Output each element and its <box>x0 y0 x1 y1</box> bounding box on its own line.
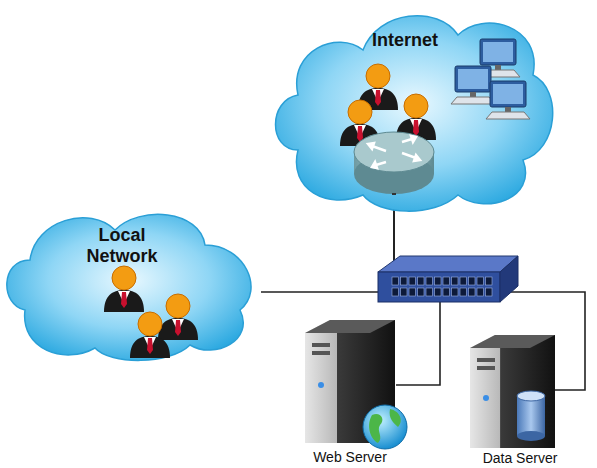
local-network-cloud-shape <box>0 200 265 360</box>
internet-cloud: Internet <box>268 0 558 218</box>
network-cable <box>394 194 585 390</box>
switch-side <box>500 256 518 302</box>
web-server-shape <box>300 315 400 467</box>
switch-ports <box>392 277 492 296</box>
data-server: Data Server <box>465 330 575 468</box>
network-cable <box>261 194 394 292</box>
switch-front <box>378 272 500 302</box>
network-label: Internet <box>345 30 465 51</box>
switch-top <box>378 256 518 272</box>
web-server: Web Server <box>300 315 400 467</box>
data-server-shape <box>465 330 575 468</box>
local-network-cloud: Local Network <box>0 200 265 360</box>
server-label: Web Server <box>290 449 410 465</box>
server-label: Data Server <box>460 450 580 466</box>
network-label: Local Network <box>67 225 177 267</box>
